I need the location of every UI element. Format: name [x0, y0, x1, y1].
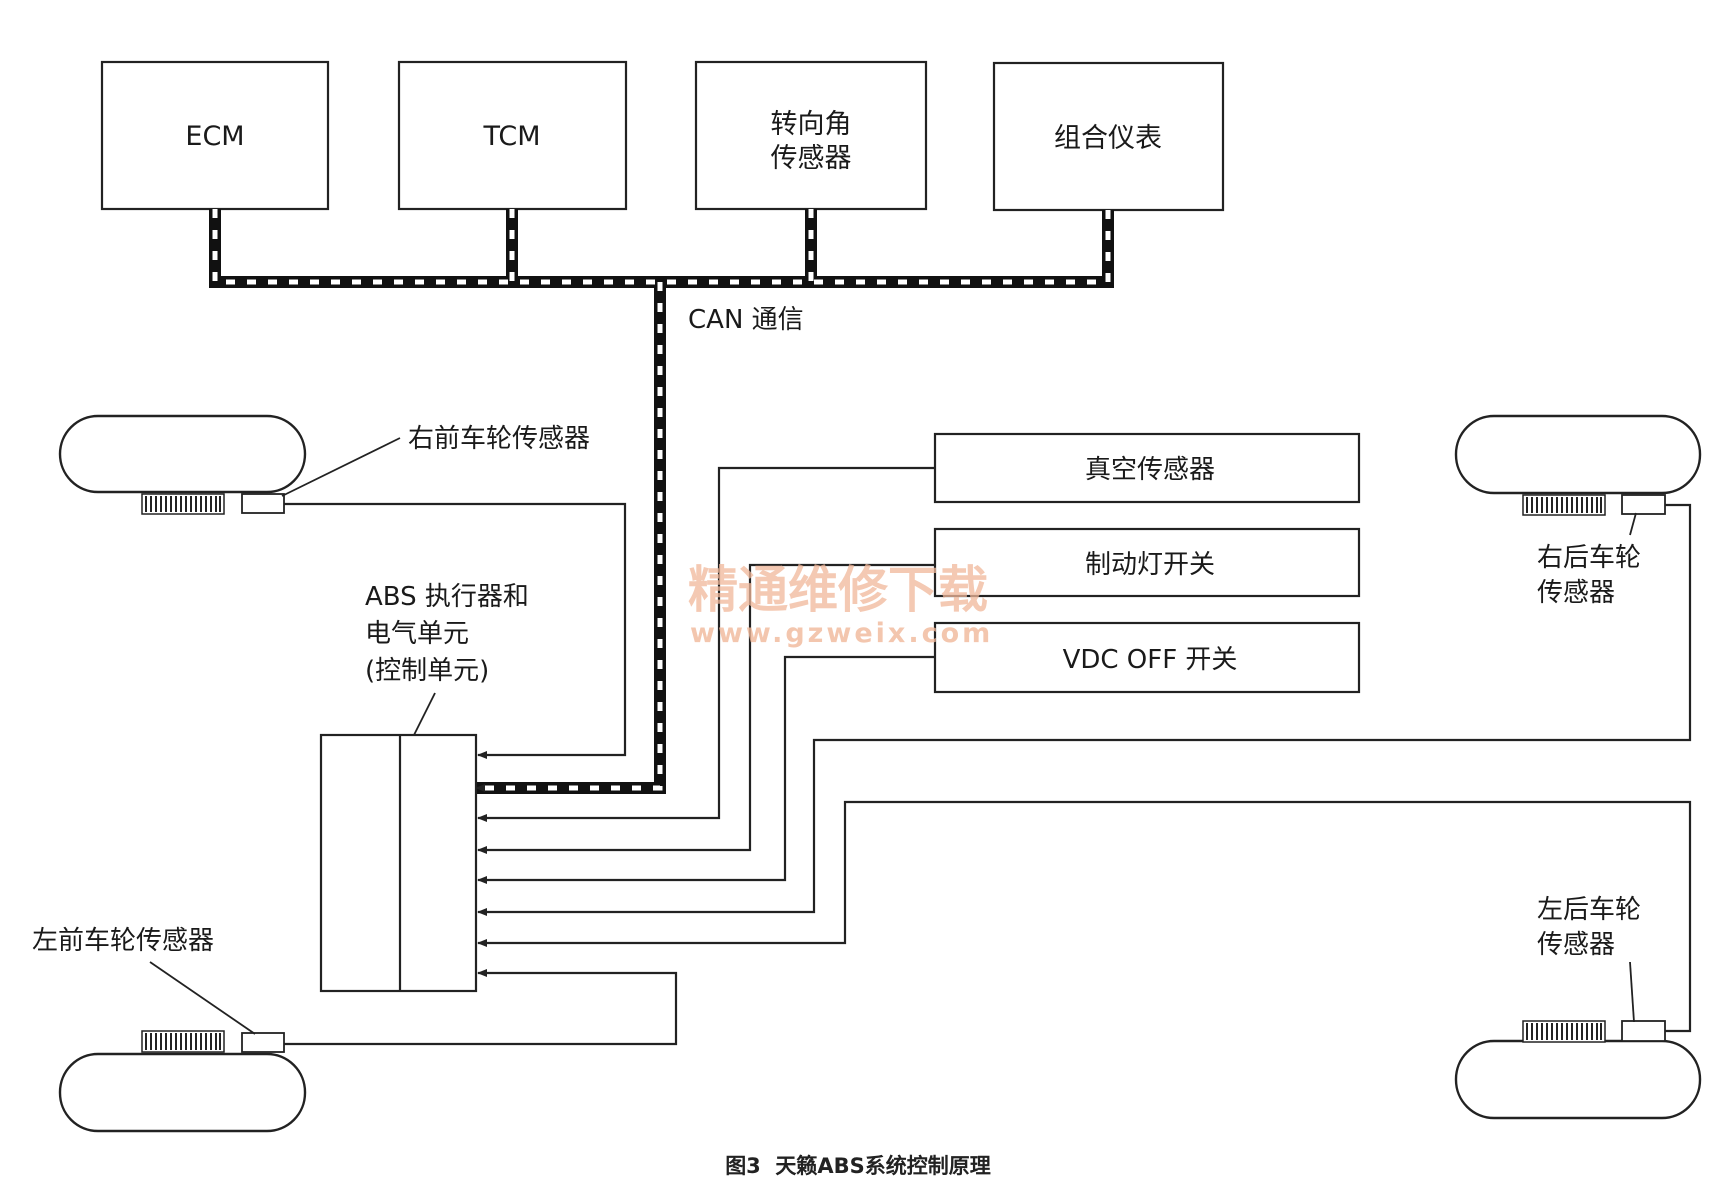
left-rear-wheel-sensor-label-line1: 左后车轮: [1537, 895, 1641, 925]
steering-angle-sensor-label-line1: 转向角: [771, 109, 852, 140]
vdc-off-switch-box: VDC OFF 开关: [933, 621, 1361, 694]
right-rear-wheel-sensor: [1621, 494, 1666, 515]
vacuum-sensor-label: 真空传感器: [1085, 455, 1215, 485]
combination-meter-label: 组合仪表: [1054, 123, 1162, 154]
tcm-module: TCM: [397, 60, 628, 211]
abs-unit-label-line1: ABS 执行器和: [365, 582, 529, 612]
brake-light-switch-label: 制动灯开关: [1085, 550, 1215, 580]
abs-unit-leader: [413, 692, 436, 736]
right-rear-sensor-leader: [1629, 512, 1637, 536]
front-left-sensor-leader: [149, 961, 256, 1035]
signal-wires: [284, 466, 1692, 1046]
front-left-wheel-sensor: [241, 1032, 285, 1053]
left-rear-wheel-sensor: [1621, 1020, 1666, 1042]
figure-caption: 图3 天籁ABS系统控制原理: [725, 1154, 991, 1178]
can-bus: [209, 209, 1114, 794]
brake-light-switch-box: 制动灯开关: [933, 527, 1361, 598]
can-bus-label: CAN 通信: [688, 305, 804, 335]
ecm-module: ECM: [100, 60, 330, 211]
abs-unit-label-line2: 电气单元: [365, 619, 469, 649]
watermark-url: www.gzweix.com: [690, 618, 993, 649]
steering-angle-sensor-module: 转向角 传感器: [694, 60, 928, 211]
left-rear-wheel: [1454, 1020, 1702, 1120]
steering-angle-sensor-label-line2: 传感器: [771, 143, 852, 174]
combination-meter-module: 组合仪表: [992, 61, 1225, 212]
ecm-label: ECM: [185, 121, 244, 152]
abs-unit-label-line3: (控制单元): [365, 656, 489, 686]
right-rear-wheel-sensor-label-line2: 传感器: [1537, 578, 1615, 608]
abs-actuator-unit: [319, 733, 478, 993]
left-rear-wheel-sensor-label-line2: 传感器: [1537, 930, 1615, 960]
right-rear-wheel-sensor-label-line1: 右后车轮: [1537, 543, 1641, 573]
front-right-wheel: [58, 414, 307, 515]
watermark-name: 精通维修下载: [688, 560, 988, 619]
vdc-off-switch-label: VDC OFF 开关: [1063, 645, 1238, 675]
tcm-label: TCM: [482, 121, 540, 152]
left-rear-sensor-leader: [1629, 961, 1635, 1023]
front-right-wheel-sensor-label: 右前车轮传感器: [408, 424, 590, 454]
front-right-wheel-sensor: [241, 493, 285, 514]
vacuum-sensor-box: 真空传感器: [933, 432, 1361, 504]
front-left-wheel-sensor-label: 左前车轮传感器: [32, 926, 214, 956]
front-left-wheel: [58, 1030, 307, 1133]
front-right-sensor-leader: [281, 437, 401, 497]
right-rear-wheel: [1454, 414, 1702, 516]
